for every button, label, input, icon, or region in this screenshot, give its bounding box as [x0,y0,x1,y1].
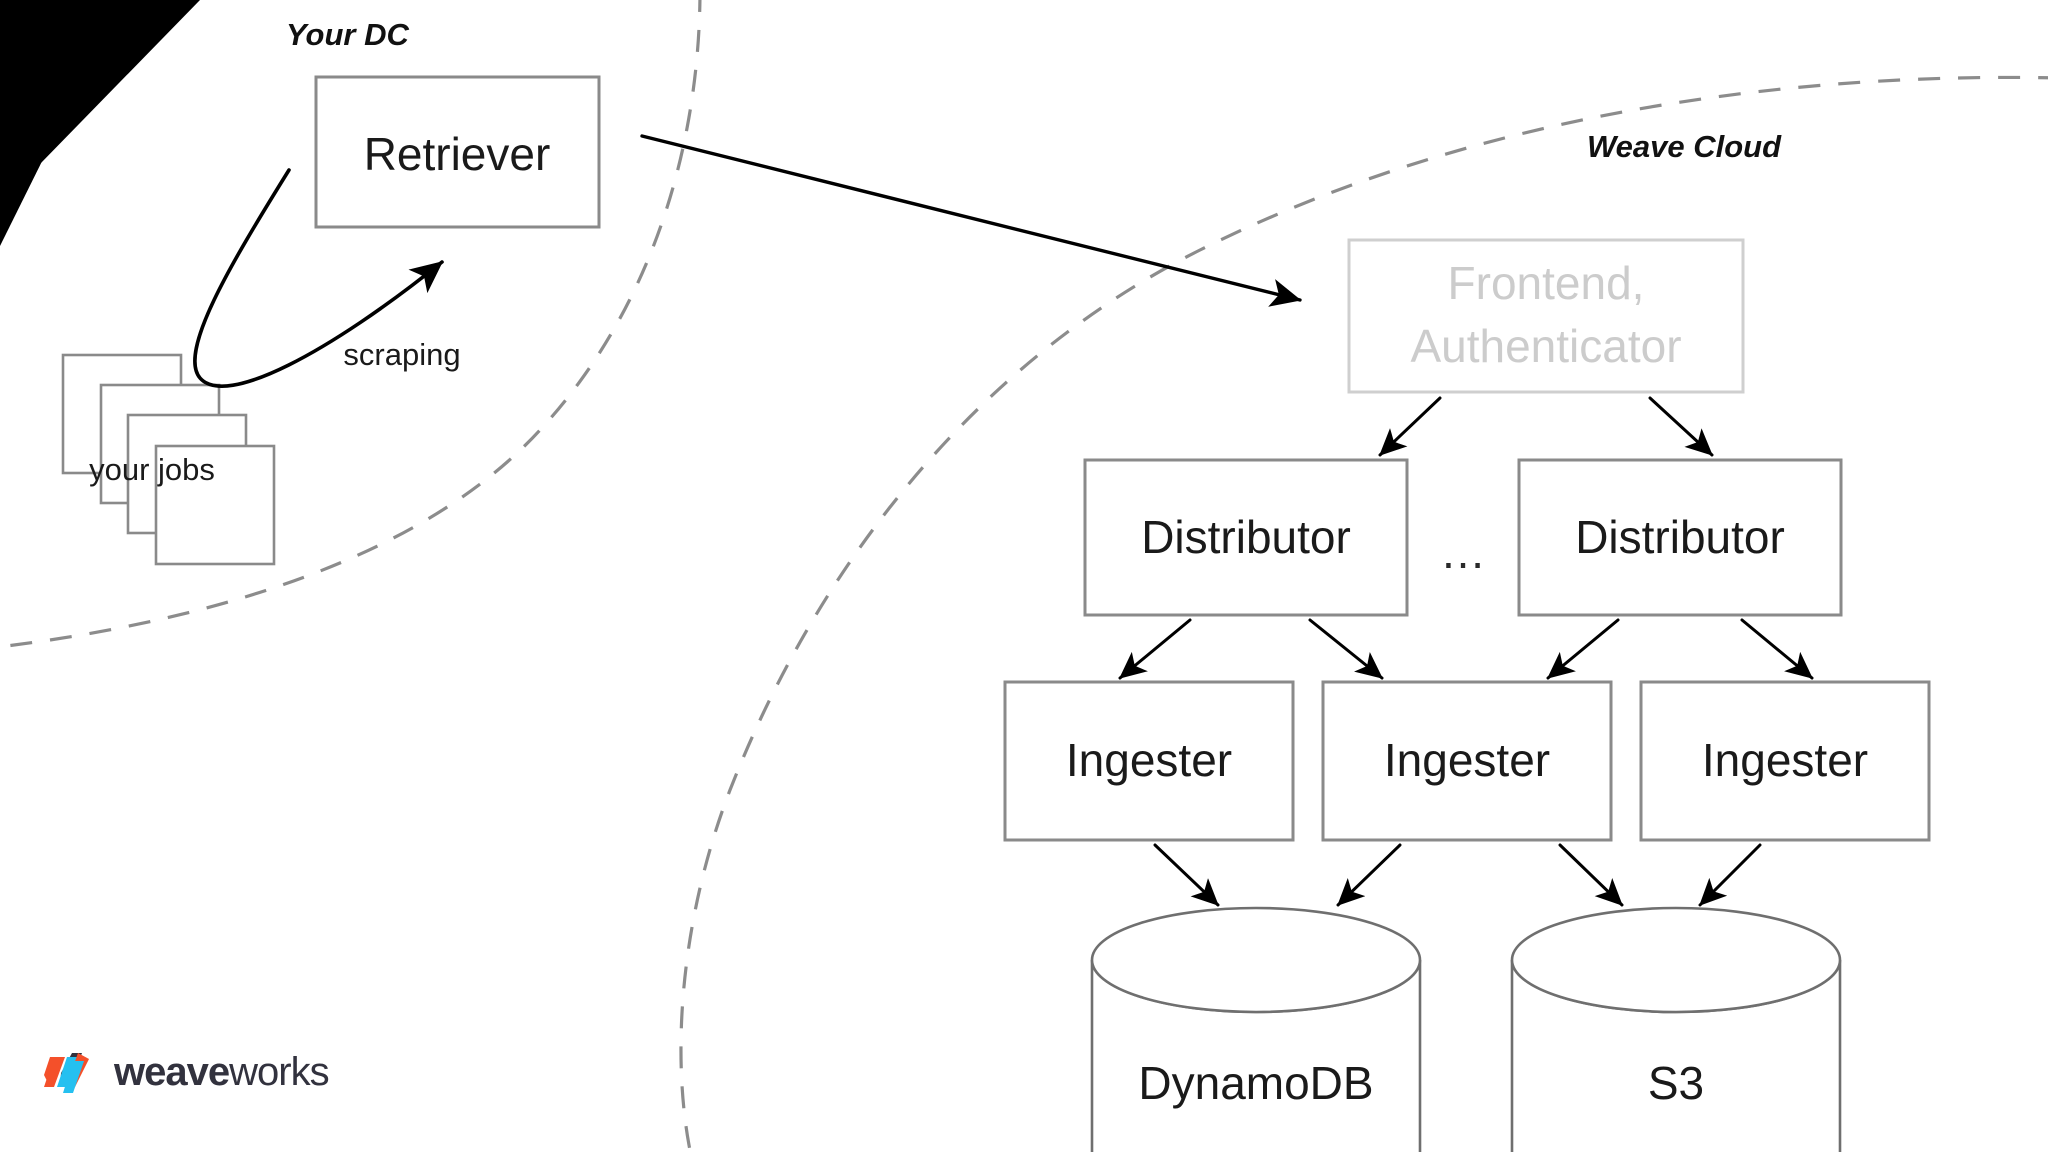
weaveworks-logo-text: weaveworks [114,1050,330,1094]
edge-distributor1-to-ingester2 [1308,618,1384,680]
retriever-box [314,75,601,229]
distributor-ellipsis: … [1440,526,1486,578]
weaveworks-logo: weaveworks [42,1043,330,1101]
node-label-retriever: Retriever [364,128,551,180]
ingester1-box [1003,680,1295,842]
node-frontend-authenticator[interactable]: Frontend, Authenticator [1347,238,1745,394]
edge-ingester3-to-s3 [1698,843,1762,907]
distributor1-box [1083,458,1409,617]
node-distributor-2[interactable]: Distributor [1517,458,1843,617]
edge-distributor1-to-ingester1 [1118,618,1192,680]
logo-text-weave: weave [114,1050,230,1094]
node-label-s3: S3 [1648,1057,1704,1109]
node-ingester-2[interactable]: Ingester [1321,680,1613,842]
node-label-your-jobs: your jobs [89,452,215,487]
edge-ingester2-to-dynamodb [1336,843,1402,907]
node-s3[interactable]: S3 [1510,906,1842,1152]
weave-cloud-boundary [679,75,2048,1152]
edge-ingester2-to-s3 [1558,843,1624,907]
edge-distributor2-to-ingester2 [1546,618,1620,680]
node-label-ingester-3: Ingester [1702,734,1868,786]
node-ingester-1[interactable]: Ingester [1003,680,1295,842]
weaveworks-logo-mark [44,1053,89,1093]
edge-frontend-to-distributor1 [1378,396,1442,457]
node-label-distributor-2: Distributor [1575,511,1785,563]
node-label-frontend-line2: Authenticator [1410,320,1681,372]
edge-frontend-to-distributor2 [1648,396,1714,457]
logo-text-works: works [229,1050,329,1094]
zone-label-your-dc: Your DC [286,17,409,52]
ingester2-box [1321,680,1613,842]
edge-label-scraping: scraping [343,337,460,372]
node-your-jobs[interactable]: your jobs [61,353,276,566]
corner-band-decoration-2 [0,0,200,205]
zone-label-weave-cloud: Weave Cloud [1587,129,1782,164]
node-retriever[interactable]: Retriever [314,75,601,229]
edge-retriever-to-frontend [640,134,1302,307]
edge-scraping [193,168,444,388]
ingester3-box [1639,680,1931,842]
node-label-dynamodb: DynamoDB [1138,1057,1373,1109]
distributor2-box [1517,458,1843,617]
node-label-ingester-1: Ingester [1066,734,1232,786]
node-label-frontend-line1: Frontend, [1448,257,1645,309]
node-distributor-1[interactable]: Distributor [1083,458,1409,617]
dynamodb-cylinder-top [1090,906,1422,1014]
job-card-4 [154,444,276,566]
node-label-ingester-2: Ingester [1384,734,1550,786]
node-dynamodb[interactable]: DynamoDB [1090,906,1422,1152]
edge-ingester1-to-dynamodb [1153,843,1220,907]
node-label-distributor-1: Distributor [1141,511,1351,563]
frontend-box [1347,238,1745,394]
s3-cylinder-top [1510,906,1842,1014]
node-ingester-3[interactable]: Ingester [1639,680,1931,842]
edge-distributor2-to-ingester3 [1740,618,1814,680]
